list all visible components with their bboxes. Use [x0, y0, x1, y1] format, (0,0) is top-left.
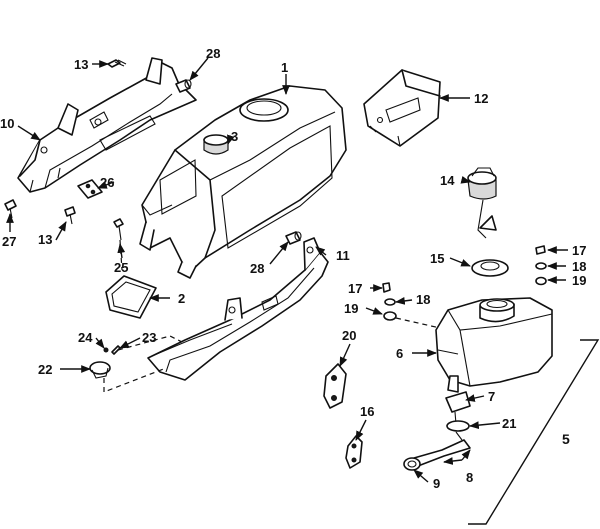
callout-11: 11 [336, 248, 350, 263]
callout-13-lower: 13 [38, 232, 52, 247]
callout-23: 23 [142, 330, 156, 345]
part-28-pin-upper [175, 79, 192, 93]
callout-17-left: 17 [348, 281, 362, 296]
callout-25: 25 [114, 260, 128, 275]
callout-19-right: 19 [572, 273, 586, 288]
part-21-hose-clamp [446, 420, 470, 432]
callout-7: 7 [488, 389, 495, 404]
part-9-clip [403, 457, 421, 471]
part-10-rear-bracket [17, 57, 197, 193]
callout-26: 26 [100, 175, 114, 190]
part-13-bolt-upper [107, 59, 127, 68]
part-14-fuel-cap [467, 167, 497, 239]
part-17-screw-right [535, 245, 546, 255]
callout-13-upper: 13 [74, 57, 88, 72]
part-13-bolt-lower [64, 206, 76, 225]
callout-22: 22 [38, 362, 52, 377]
assembly-dash-22 [103, 367, 167, 393]
callout-6: 6 [396, 346, 403, 361]
part-22-knob [89, 361, 111, 379]
callout-14: 14 [440, 173, 455, 188]
callout-12: 12 [474, 91, 488, 106]
callout-1: 1 [281, 60, 288, 75]
part-8-fuel-hose [413, 431, 471, 467]
part-20-bracket [323, 363, 347, 409]
part-25-bolt [113, 218, 124, 241]
callout-18-left: 18 [416, 292, 430, 307]
part-26-clip [77, 179, 103, 199]
part-11-front-bracket [147, 237, 329, 381]
leader-lines [6, 57, 568, 483]
callout-8: 8 [466, 470, 473, 485]
callout-28-upper: 28 [206, 46, 220, 61]
callout-5: 5 [562, 431, 570, 447]
assembly-dash-19 [395, 317, 441, 329]
part-12-bracket-plate [363, 69, 441, 147]
part-24-washer [103, 347, 109, 353]
assembly-bracket-5 [468, 339, 600, 525]
part-7-fuel-valve [445, 375, 471, 425]
part-15-seal-ring [471, 259, 509, 277]
part-18-washer-right [535, 262, 547, 270]
callout-labels: 1 2 3 5 6 7 8 9 10 11 12 13 13 14 15 16 … [0, 46, 586, 491]
callout-28-lower: 28 [250, 261, 264, 276]
callout-18-right: 18 [572, 259, 586, 274]
callout-2: 2 [178, 291, 185, 306]
part-6-fuel-tank [435, 297, 553, 387]
callout-17-right: 17 [572, 243, 586, 258]
callout-24: 24 [78, 330, 93, 345]
callout-21: 21 [502, 416, 516, 431]
part-16-bracket [345, 435, 363, 469]
part-17-screw-left [382, 282, 391, 293]
part-2-gasket [105, 275, 157, 319]
callout-16: 16 [360, 404, 374, 419]
callout-15: 15 [430, 251, 444, 266]
callout-19-left: 19 [344, 301, 358, 316]
part-1-engine-cover [139, 85, 347, 279]
part-28-pin-lower [285, 231, 302, 245]
part-18-washer-left [384, 298, 396, 306]
callout-9: 9 [433, 476, 440, 491]
part-19-grommet-right [535, 276, 547, 286]
callout-20: 20 [342, 328, 356, 343]
callout-10: 10 [0, 116, 14, 131]
part-19-grommet-left [383, 311, 397, 321]
callout-27: 27 [2, 234, 16, 249]
callout-3: 3 [231, 129, 238, 144]
